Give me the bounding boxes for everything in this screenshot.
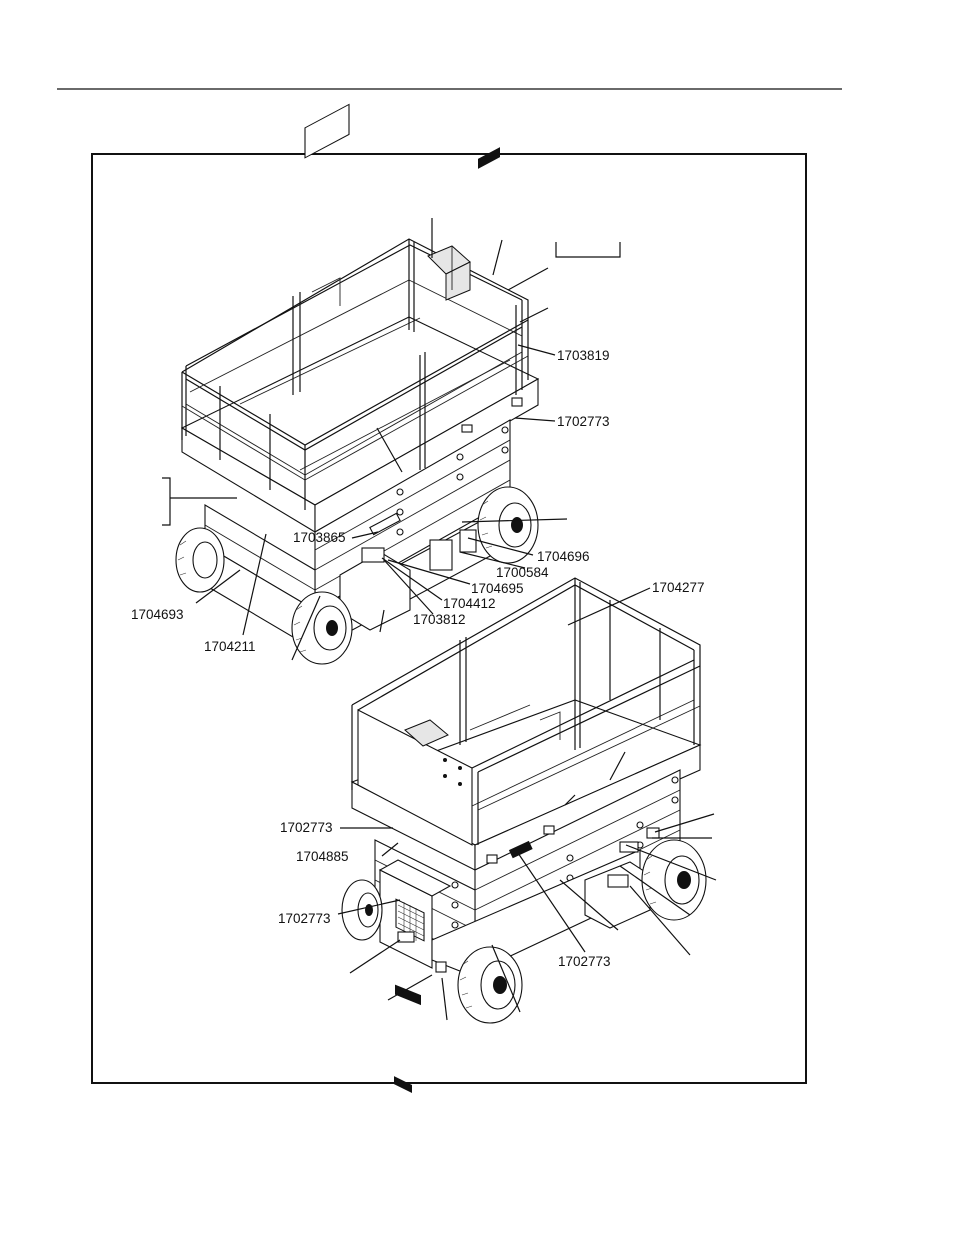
bottom-wheel-front-left bbox=[342, 880, 382, 940]
bottom-jlg-logo-front bbox=[395, 985, 421, 1006]
callout-1704695: 1704695 bbox=[471, 581, 524, 596]
callout-1703812: 1703812 bbox=[413, 612, 466, 627]
callout-1704211: 1704211 bbox=[204, 639, 256, 654]
callout-1703865: 1703865 bbox=[293, 530, 346, 545]
callout-1702773-side: 1702773 bbox=[558, 954, 611, 969]
callout-1704693: 1704693 bbox=[131, 607, 184, 622]
callout-1702773-top: 1702773 bbox=[557, 414, 610, 429]
callout-1700584: 1700584 bbox=[496, 565, 549, 580]
callout-1704696: 1704696 bbox=[537, 549, 590, 564]
callout-1704885: 1704885 bbox=[296, 849, 349, 864]
bottom-wheel-rear-right bbox=[642, 840, 706, 920]
callout-1703819: 1703819 bbox=[557, 348, 610, 363]
top-wheel-front-left bbox=[292, 592, 352, 664]
top-wheel-rear-left bbox=[176, 528, 224, 592]
callout-1702773-module: 1702773 bbox=[278, 911, 331, 926]
callout-1704412: 1704412 bbox=[443, 596, 496, 611]
top-jlg-logo bbox=[478, 147, 500, 169]
callout-1702773-front: 1702773 bbox=[280, 820, 333, 835]
bottom-scissor-lift bbox=[342, 578, 706, 1093]
top-wheel-rear-right bbox=[478, 487, 538, 563]
callout-1704277: 1704277 bbox=[652, 580, 705, 595]
bottom-wheel-front-right bbox=[458, 947, 522, 1023]
